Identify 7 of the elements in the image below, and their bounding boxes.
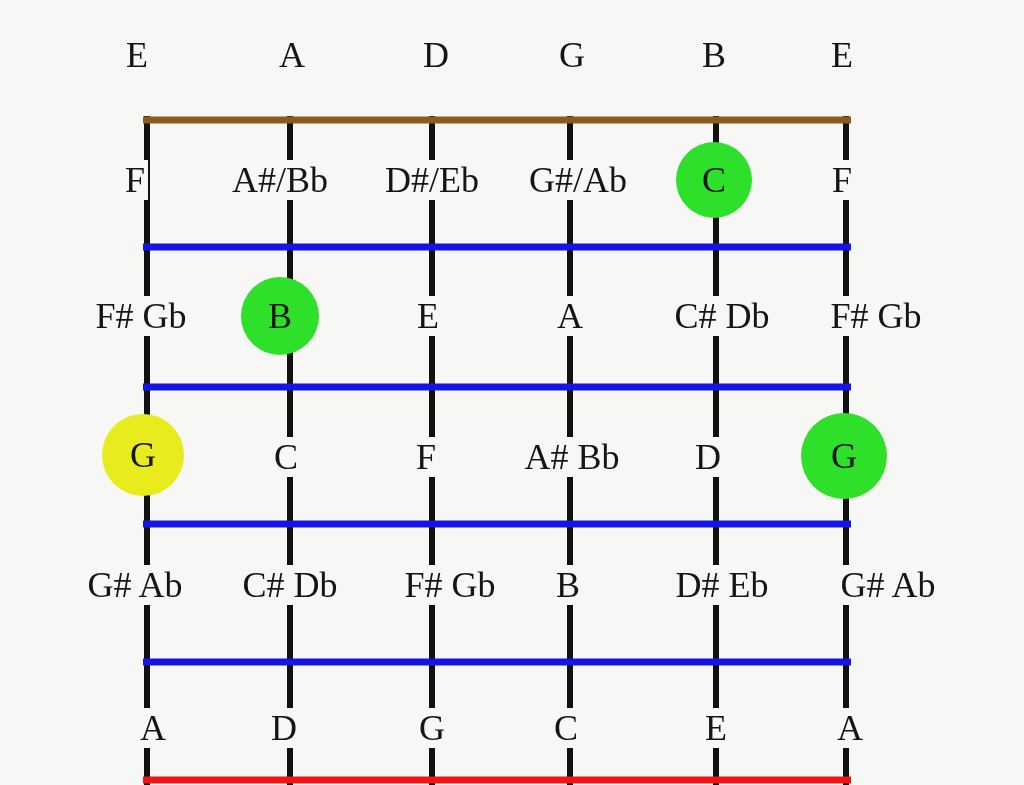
note-label: A — [554, 296, 586, 336]
note-label: A — [834, 708, 866, 748]
note-label: G — [130, 437, 156, 473]
note-label: C — [702, 162, 726, 198]
note-label: A — [137, 708, 169, 748]
note-label: G — [831, 438, 857, 474]
note-label: B — [268, 298, 292, 334]
